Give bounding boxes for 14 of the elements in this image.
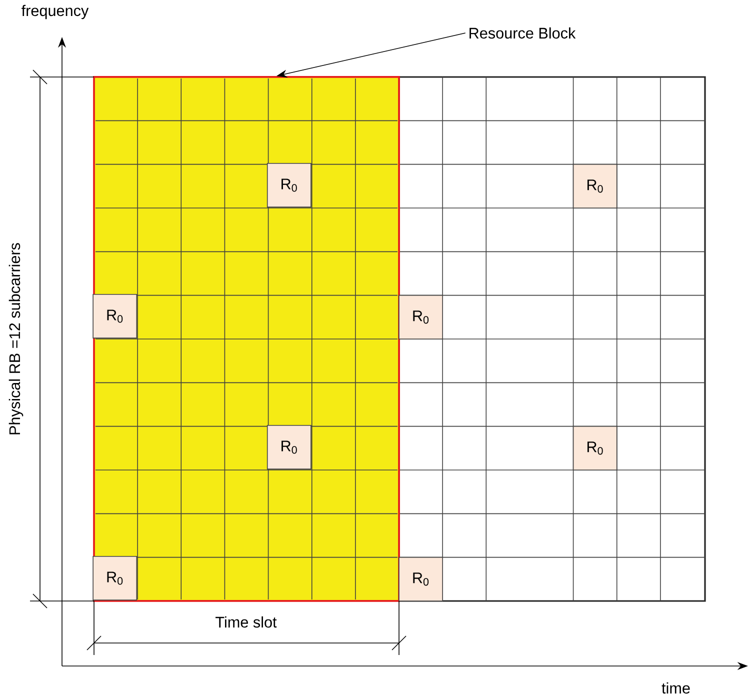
reference-signal-cell: R$_{0}$	[266, 163, 312, 208]
reference-signal-cell: R$_{0}$	[572, 426, 618, 470]
reference-signal-cell: R$_{0}$	[572, 164, 618, 208]
callout-text: Resource Block	[470, 27, 576, 39]
reference-signal-cell: R$_{0}$	[398, 294, 443, 340]
reference-signal-cell: R$_{0}$	[266, 425, 312, 470]
reference-signal-cell: R$_{0}$	[92, 294, 138, 338]
resource-block	[93, 76, 400, 602]
dimension-label: Time slot	[216, 616, 277, 628]
axis-label: time	[662, 682, 690, 694]
reference-signal-cell: R$_{0}$	[398, 556, 443, 602]
axis-label: frequency	[22, 4, 89, 20]
dimension-label: Physical RB =12 subcarriers	[8, 243, 24, 434]
reference-signal-cell: R$_{0}$	[92, 556, 138, 600]
